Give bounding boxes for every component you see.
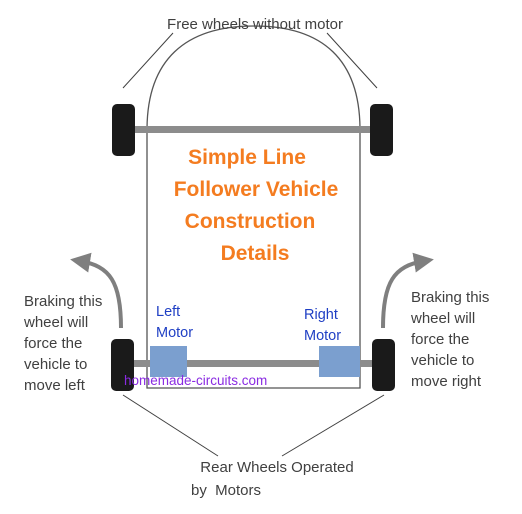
rear-axle <box>128 360 384 367</box>
right-note-line-1: Braking this <box>411 289 489 306</box>
left-turn-arrow <box>70 252 123 329</box>
right-motor-label-line-1: Right <box>304 307 338 323</box>
chassis-body <box>146 25 361 389</box>
title-line-1: Simple Line <box>188 146 306 169</box>
right-motor-block <box>319 346 360 377</box>
left-note-line-2: wheel will <box>23 314 88 331</box>
right-turn-arrow <box>381 252 434 329</box>
rear-right-wheel <box>372 339 395 391</box>
leader-line-bottom-left <box>122 394 219 457</box>
bottom-caption-line-1: Rear Wheels Operated <box>200 459 353 476</box>
left-note-line-4: vehicle to <box>24 356 87 373</box>
left-motor-label-line-1: Left <box>156 304 180 320</box>
left-note-line-5: move left <box>24 377 86 394</box>
left-note-line-1: Braking this <box>24 293 102 310</box>
title-line-2: Follower Vehicle <box>174 178 339 201</box>
watermark-text: homemade-circuits.com <box>124 373 267 388</box>
front-axle <box>125 126 385 133</box>
right-note-line-4: vehicle to <box>411 352 474 369</box>
right-note-line-5: move right <box>411 373 482 390</box>
front-left-wheel <box>112 104 135 156</box>
leader-line-bottom-right <box>281 394 385 457</box>
leader-line-top-right <box>326 32 378 89</box>
left-note-line-3: force the <box>24 335 82 352</box>
left-motor-block <box>150 346 187 377</box>
top-caption: Free wheels without motor <box>167 16 343 33</box>
right-motor-label-line-2: Motor <box>304 328 341 344</box>
bottom-caption-line-2: by Motors <box>191 482 261 499</box>
front-right-wheel <box>370 104 393 156</box>
title-line-4: Details <box>221 242 290 265</box>
leader-line-top-left <box>122 32 174 89</box>
title-line-3: Construction <box>185 210 316 233</box>
right-note-line-2: wheel will <box>410 310 475 327</box>
rear-left-wheel <box>111 339 134 391</box>
left-motor-label-line-2: Motor <box>156 325 193 341</box>
right-note-line-3: force the <box>411 331 469 348</box>
